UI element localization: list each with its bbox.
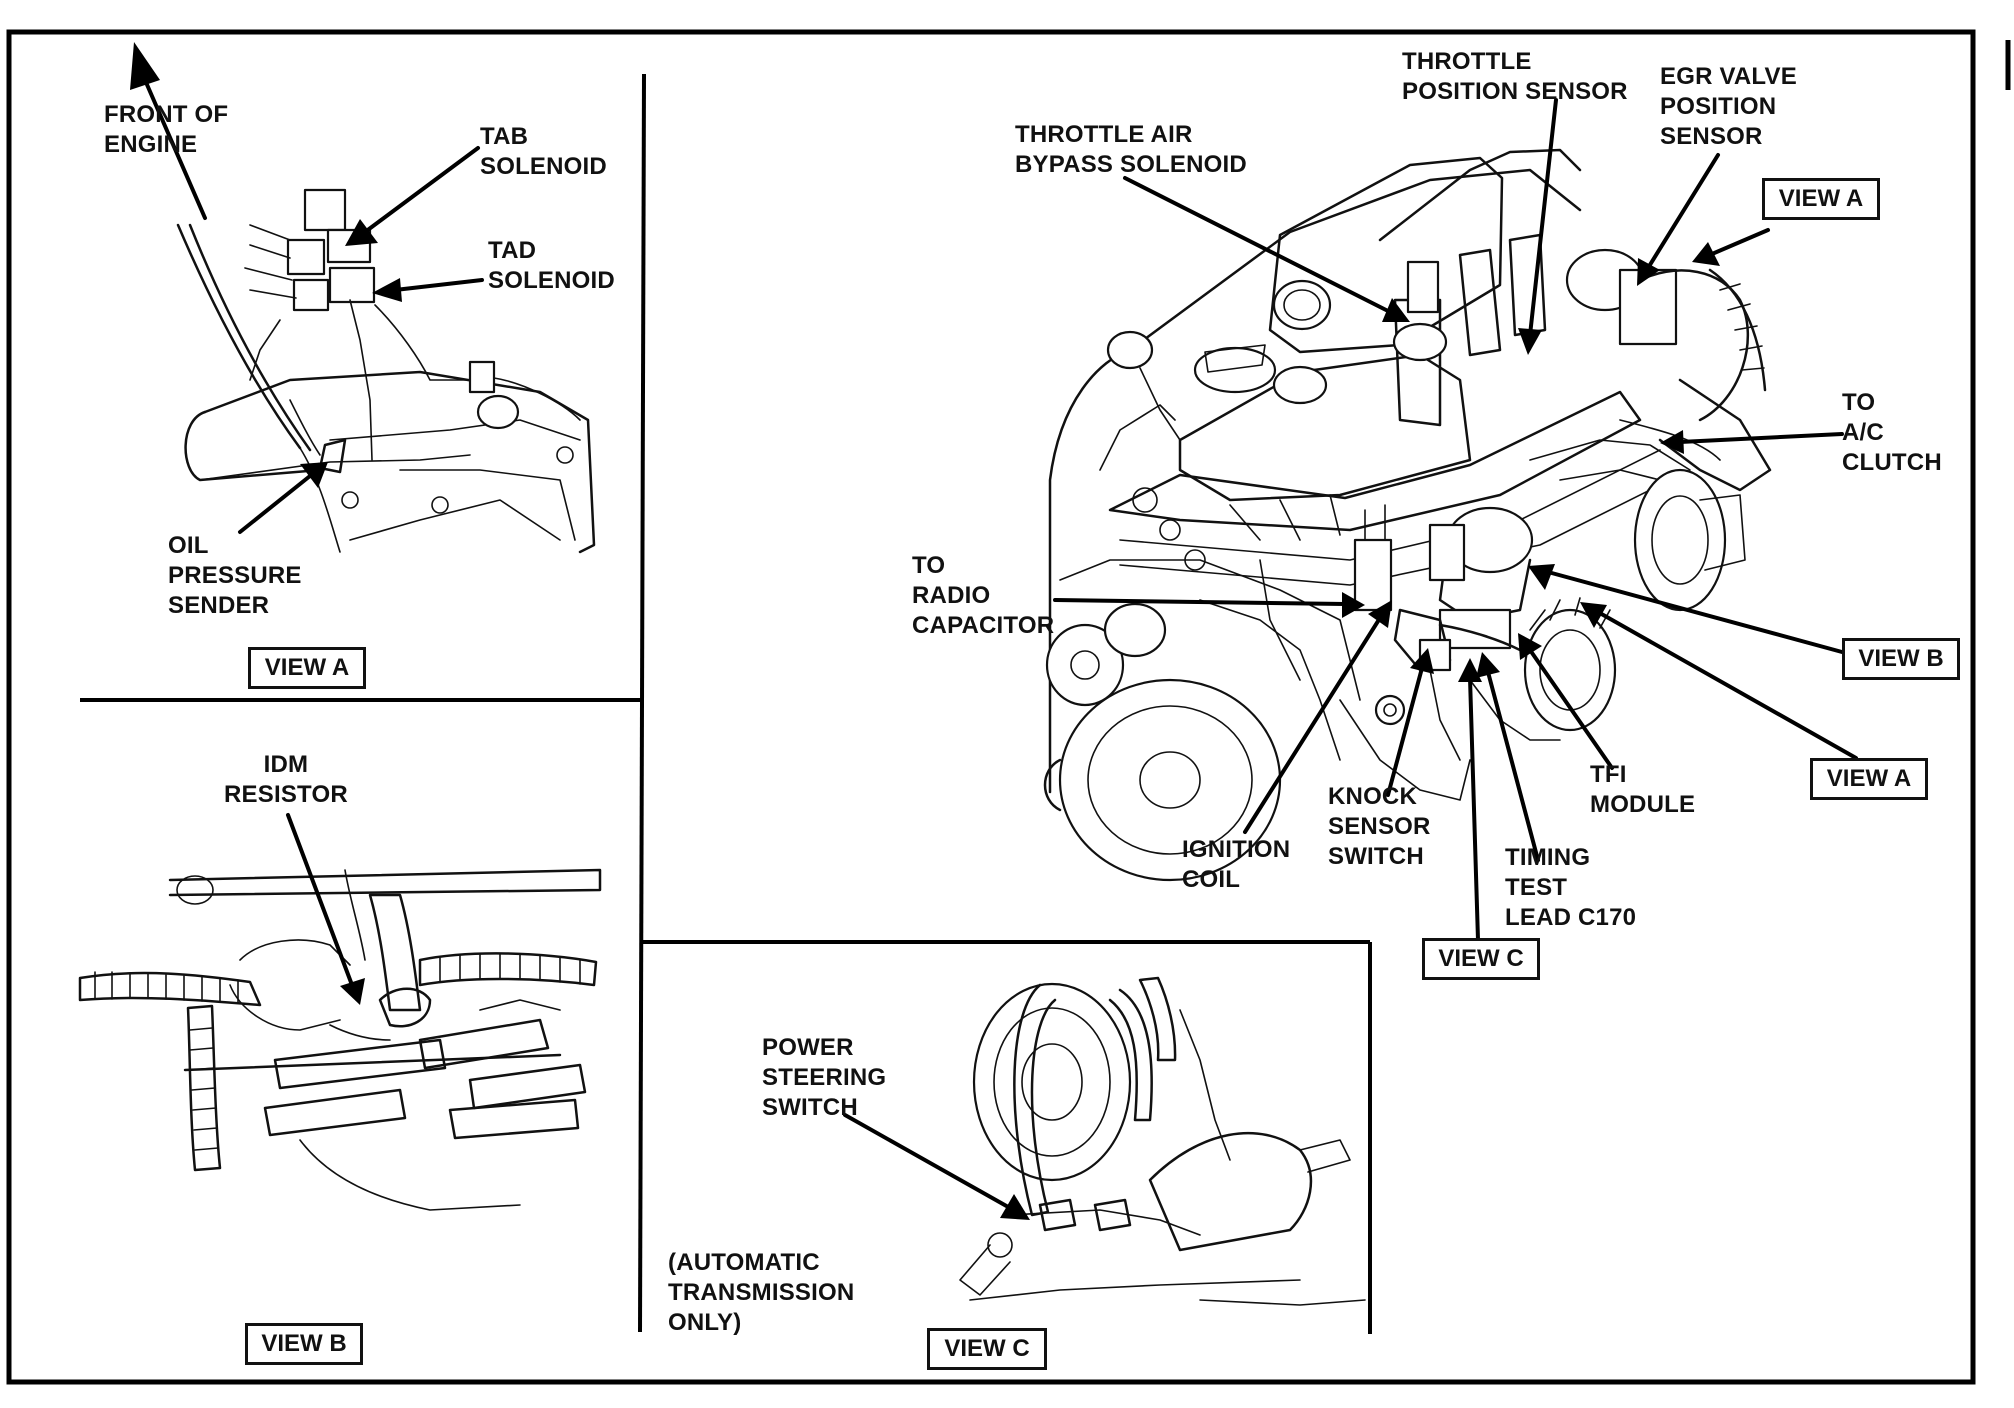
view-b-caption: VIEW B xyxy=(245,1323,363,1365)
throttle-air-bypass-solenoid-label: THROTTLE AIR BYPASS SOLENOID xyxy=(1015,121,1247,178)
ignition-coil-label: IGNITION COIL xyxy=(1182,836,1291,893)
view-c-sketch xyxy=(959,976,1366,1306)
view-b-sketch xyxy=(78,868,602,1211)
to-radio-capacitor-label: TO RADIO CAPACITOR xyxy=(912,552,1055,639)
tfi-module-label: TFI MODULE xyxy=(1590,761,1696,818)
view-c-caption: VIEW C xyxy=(927,1328,1047,1370)
oil-pressure-sender-label: OIL PRESSURE SENDER xyxy=(168,532,302,619)
tad-solenoid-label: TAD SOLENOID xyxy=(488,237,615,294)
leader-lines xyxy=(130,42,1858,1220)
to-ac-clutch-label: TO A/C CLUTCH xyxy=(1842,389,1942,476)
view-c-callout: VIEW C xyxy=(1422,938,1540,980)
egr-valve-position-sensor-label: EGR VALVE POSITION SENSOR xyxy=(1660,63,1797,150)
throttle-position-sensor-label: THROTTLE POSITION SENSOR xyxy=(1402,48,1628,105)
automatic-transmission-note: (AUTOMATIC TRANSMISSION ONLY) xyxy=(668,1249,855,1336)
front-of-engine-label: FRONT OF ENGINE xyxy=(104,101,229,158)
timing-test-lead-label: TIMING TEST LEAD C170 xyxy=(1505,844,1637,931)
power-steering-switch-label: POWER STEERING SWITCH xyxy=(762,1034,887,1121)
view-a-right-callout: VIEW A xyxy=(1810,758,1928,800)
view-a-sketch xyxy=(176,188,596,554)
main-engine-sketch xyxy=(1043,148,1772,882)
tab-solenoid-label: TAB SOLENOID xyxy=(480,123,607,180)
frame-lines xyxy=(6,29,2011,1385)
view-a-caption: VIEW A xyxy=(248,647,366,689)
knock-sensor-switch-label: KNOCK SENSOR SWITCH xyxy=(1328,783,1431,870)
view-b-callout: VIEW B xyxy=(1842,638,1960,680)
idm-resistor-label: IDM RESISTOR xyxy=(224,751,348,808)
view-a-top-callout: VIEW A xyxy=(1762,178,1880,220)
